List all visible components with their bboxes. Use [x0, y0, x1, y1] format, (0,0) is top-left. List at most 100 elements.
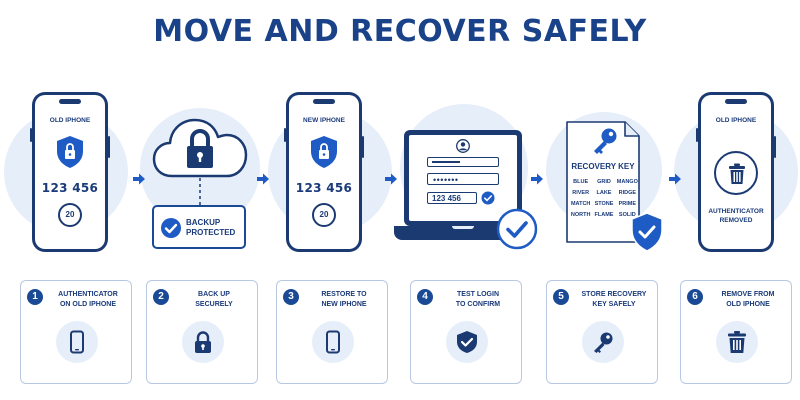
- authenticator-removed-text: AUTHENTICATOR REMOVED: [701, 207, 771, 225]
- step-label: BACK UP SECURELY: [172, 290, 256, 310]
- cloud-lock-icon: [152, 118, 248, 178]
- backup-status-line1: BACKUP: [186, 218, 221, 227]
- password-field[interactable]: •••••••: [427, 173, 499, 185]
- step-label-line1: STORE RECOVERY: [581, 291, 647, 298]
- dashed-connector: [199, 178, 201, 206]
- laptop-screen: ••••••• 123 456: [409, 135, 517, 221]
- phone-notch: [725, 99, 747, 104]
- phone-notch: [313, 99, 335, 104]
- step-label: REMOVE FROM OLD IPHONE: [706, 290, 790, 310]
- step-card-2: 2 BACK UP SECURELY: [146, 280, 258, 384]
- arrow-right-icon: [669, 173, 681, 185]
- step-card-1: 1 AUTHENTICATOR ON OLD IPHONE: [20, 280, 132, 384]
- recovery-word: MANGO: [616, 179, 638, 185]
- username-field[interactable]: [427, 157, 499, 167]
- shield-check-icon: [457, 331, 477, 353]
- recovery-word: STONE: [594, 201, 614, 207]
- removed-line1: AUTHENTICATOR: [708, 208, 764, 215]
- page-title: MOVE AND RECOVER SAFELY: [153, 14, 647, 49]
- recovery-word: RIDGE: [618, 190, 637, 196]
- old-iphone-removed-screen: OLD IPHONE AUTHENTICATOR REMOVED: [701, 95, 771, 249]
- key-icon: [594, 128, 617, 154]
- step-card-5: 5 STORE RECOVERY KEY SAFELY: [546, 280, 658, 384]
- step-card-3: 3 RESTORE TO NEW IPHONE: [276, 280, 388, 384]
- phone-icon: [326, 330, 340, 354]
- user-avatar-icon: [456, 139, 470, 153]
- recovery-word: LAKE: [596, 190, 612, 196]
- removed-line2: REMOVED: [719, 217, 753, 224]
- step-label: TEST LOGIN TO CONFIRM: [436, 290, 520, 310]
- old-iphone-label: OLD IPHONE: [715, 117, 757, 124]
- step-number: 6: [687, 289, 703, 305]
- phone-side-button: [774, 136, 776, 158]
- new-iphone: NEW IPHONE 123 456 20: [284, 92, 364, 252]
- step-label-line2: NEW IPHONE: [321, 301, 367, 308]
- step-label-line1: BACK UP: [198, 291, 230, 298]
- key-icon: [594, 332, 613, 353]
- phone-notch: [59, 99, 81, 104]
- backup-protected-badge: BACKUP PROTECTED: [152, 205, 246, 249]
- phone-side-button: [108, 136, 110, 158]
- backup-status-line2: PROTECTED: [186, 228, 236, 237]
- otp-code-field[interactable]: 123 456: [427, 192, 477, 204]
- recovery-word: NORTH: [570, 212, 591, 218]
- verified-check-icon: [496, 208, 538, 250]
- phone-side-button: [284, 128, 286, 142]
- step-label: RESTORE TO NEW IPHONE: [302, 290, 386, 310]
- laptop: ••••••• 123 456: [404, 130, 522, 226]
- phone-side-button: [696, 128, 698, 142]
- otp-code: 123 456: [295, 181, 353, 195]
- arrow-right-icon: [385, 173, 397, 185]
- step-label-line1: REMOVE FROM: [721, 291, 775, 298]
- password-mask: •••••••: [433, 175, 459, 185]
- step-icon-circle: [716, 321, 758, 363]
- check-circle-icon: [161, 218, 181, 238]
- shield-lock-icon: [57, 136, 83, 168]
- new-iphone-screen: NEW IPHONE 123 456 20: [289, 95, 359, 249]
- old-iphone: OLD IPHONE 123 456 20: [30, 92, 110, 252]
- otp-timer: 20: [58, 203, 82, 227]
- lock-icon: [195, 331, 211, 353]
- step-label-line2: SECURELY: [195, 301, 233, 308]
- arrow-right-icon: [133, 173, 145, 185]
- old-iphone-label: OLD IPHONE: [49, 117, 91, 124]
- trash-icon: [728, 331, 746, 353]
- recovery-word: MATCH: [570, 201, 591, 207]
- shield-check-icon: [631, 212, 663, 252]
- arrow-right-icon: [531, 173, 543, 185]
- otp-code: 123 456: [41, 181, 99, 195]
- step-number: 4: [417, 289, 433, 305]
- old-iphone-removed: OLD IPHONE AUTHENTICATOR REMOVED: [696, 92, 776, 252]
- phone-side-button: [30, 128, 32, 142]
- recovery-key-document: [566, 121, 640, 243]
- recovery-word: FLAME: [594, 212, 614, 218]
- step-label-line1: TEST LOGIN: [457, 291, 499, 298]
- recovery-word: PRIME: [618, 201, 637, 207]
- step-card-4: 4 TEST LOGIN TO CONFIRM: [410, 280, 522, 384]
- step-icon-circle: [56, 321, 98, 363]
- recovery-word: GRID: [597, 179, 611, 185]
- otp-timer: 20: [312, 203, 336, 227]
- step-label-line2: OLD IPHONE: [726, 301, 770, 308]
- step-label-line2: KEY SAFELY: [592, 301, 636, 308]
- step-label: AUTHENTICATOR ON OLD IPHONE: [46, 290, 130, 310]
- recovery-key-title: RECOVERY KEY: [571, 162, 635, 171]
- step-label-line1: AUTHENTICATOR: [58, 291, 118, 298]
- step-label-line1: RESTORE TO: [321, 291, 367, 298]
- step-card-6: 6 REMOVE FROM OLD IPHONE: [680, 280, 792, 384]
- new-iphone-label: NEW IPHONE: [303, 117, 345, 124]
- step-icon-circle: [446, 321, 488, 363]
- step-icon-circle: [582, 321, 624, 363]
- username-placeholder-bar: [432, 161, 460, 163]
- old-iphone-screen: OLD IPHONE 123 456 20: [35, 95, 105, 249]
- shield-lock-icon: [311, 136, 337, 168]
- step-icon-circle: [182, 321, 224, 363]
- backup-status-text: BACKUP PROTECTED: [186, 218, 235, 238]
- phone-icon: [70, 330, 84, 354]
- step-number: 5: [553, 289, 569, 305]
- step-number: 3: [283, 289, 299, 305]
- trash-ring: [714, 151, 758, 195]
- laptop-base-notch: [452, 226, 474, 229]
- recovery-word: SOLID: [618, 212, 636, 218]
